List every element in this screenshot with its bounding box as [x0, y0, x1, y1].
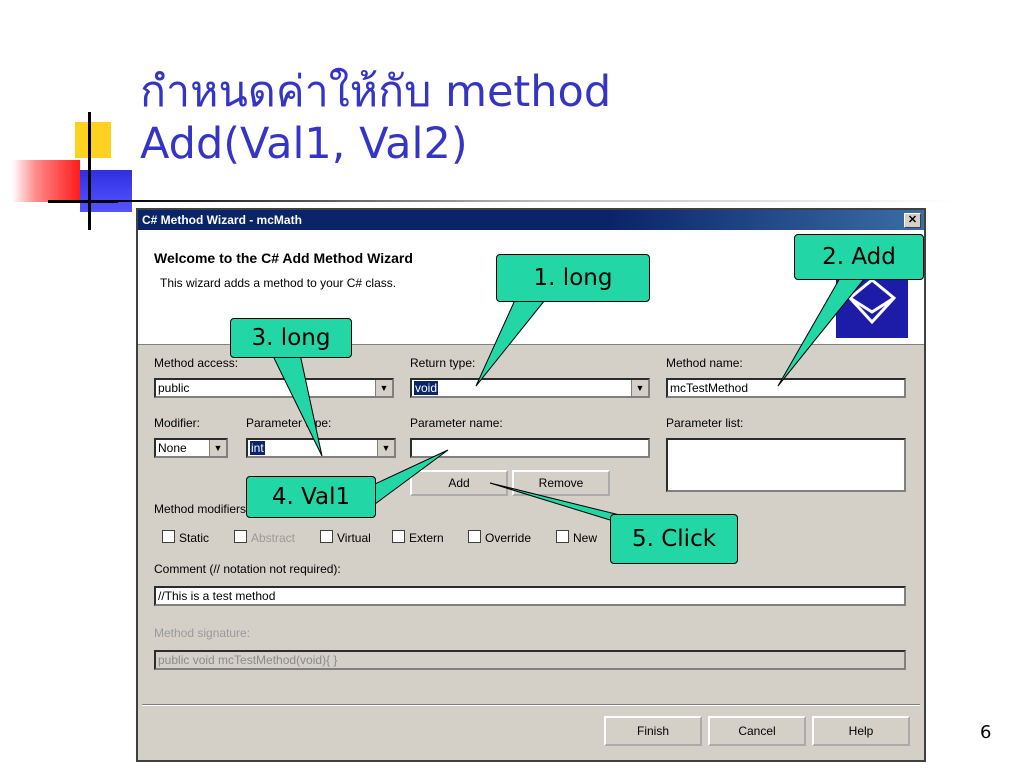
signature-label: Method signature: [154, 626, 251, 640]
parameter-type-value: int [250, 441, 265, 455]
page-number: 6 [980, 722, 992, 743]
welcome-title: Welcome to the C# Add Method Wizard [154, 250, 413, 266]
slide-title-line1: กำหนดค่าให้กับ method [140, 67, 612, 117]
parameter-name-label: Parameter name: [410, 416, 503, 430]
dialog-title: C# Method Wizard - mcMath [142, 213, 302, 227]
footer-separator [142, 704, 920, 706]
method-name-value: mcTestMethod [670, 381, 749, 395]
chevron-down-icon[interactable]: ▼ [377, 440, 394, 456]
new-checkbox[interactable]: New [556, 530, 597, 545]
help-button[interactable]: Help [812, 716, 910, 746]
decor-yellow-square [75, 122, 111, 158]
override-checkbox[interactable]: Override [468, 530, 531, 545]
method-access-label: Method access: [154, 356, 239, 370]
checkbox-icon[interactable] [320, 530, 333, 543]
close-button[interactable]: ✕ [904, 213, 921, 228]
callout-2: 2. Add [794, 234, 924, 280]
parameter-list-box[interactable] [666, 438, 906, 492]
callout-4-pointer [374, 449, 449, 505]
return-type-value: void [414, 381, 439, 395]
chevron-down-icon[interactable]: ▼ [209, 440, 226, 456]
finish-button[interactable]: Finish [604, 716, 702, 746]
method-name-label: Method name: [666, 356, 743, 370]
modifier-value: None [158, 441, 187, 455]
checkbox-icon[interactable] [468, 530, 481, 543]
abstract-label: Abstract [251, 531, 296, 545]
method-access-select[interactable]: public ▼ [154, 378, 394, 398]
parameter-type-select[interactable]: int ▼ [246, 438, 396, 458]
return-type-select[interactable]: void ▼ [410, 378, 650, 398]
callout-1-pointer [475, 299, 547, 387]
checkbox-icon[interactable] [556, 530, 569, 543]
checkbox-icon[interactable] [234, 530, 247, 543]
parameter-name-input[interactable] [410, 438, 650, 458]
signature-field: public void mcTestMethod(void){ } [154, 650, 906, 670]
new-label: New [573, 531, 598, 545]
abstract-checkbox[interactable]: Abstract [234, 530, 295, 545]
callout-3-pointer [271, 353, 323, 457]
comment-value: //This is a test method [158, 589, 276, 603]
chevron-down-icon[interactable]: ▼ [375, 380, 392, 396]
chevron-down-icon[interactable]: ▼ [631, 380, 648, 396]
welcome-subtitle: This wizard adds a method to your C# cla… [160, 276, 397, 290]
cancel-button[interactable]: Cancel [708, 716, 806, 746]
comment-input[interactable]: //This is a test method [154, 586, 906, 606]
static-checkbox[interactable]: Static [162, 530, 209, 545]
modifier-select[interactable]: None ▼ [154, 438, 228, 458]
modifier-label: Modifier: [154, 416, 201, 430]
slide-title-line2: Add(Val1, Val2) [140, 119, 468, 169]
virtual-label: Virtual [337, 531, 371, 545]
parameter-list-label: Parameter list: [666, 416, 744, 430]
close-icon: ✕ [907, 214, 918, 226]
extern-label: Extern [409, 531, 444, 545]
dialog-titlebar[interactable]: C# Method Wizard - mcMath ✕ [138, 210, 924, 230]
decor-red-square [12, 160, 80, 202]
checkbox-icon[interactable] [162, 530, 175, 543]
callout-5: 5. Click [610, 514, 738, 564]
signature-value: public void mcTestMethod(void){ } [158, 653, 338, 667]
decor-vertical-line [88, 112, 91, 230]
return-type-label: Return type: [410, 356, 476, 370]
static-label: Static [179, 531, 210, 545]
extern-checkbox[interactable]: Extern [392, 530, 444, 545]
remove-button[interactable]: Remove [512, 470, 610, 496]
comment-label: Comment (// notation not required): [154, 562, 341, 576]
virtual-checkbox[interactable]: Virtual [320, 530, 371, 545]
add-button[interactable]: Add [410, 470, 508, 496]
method-name-input[interactable]: mcTestMethod [666, 378, 906, 398]
override-label: Override [485, 531, 532, 545]
callout-2-pointer [777, 277, 867, 387]
decor-horizontal-line [48, 200, 118, 203]
checkbox-icon[interactable] [392, 530, 405, 543]
slide-title: กำหนดค่าให้กับ method Add(Val1, Val2) [140, 66, 611, 170]
method-access-value: public [158, 381, 190, 395]
method-modifiers-label: Method modifiers: [154, 502, 250, 516]
callout-3: 3. long [230, 318, 352, 358]
callout-4: 4. Val1 [246, 476, 376, 518]
decor-title-underline [118, 200, 958, 202]
callout-1: 1. long [496, 254, 650, 302]
